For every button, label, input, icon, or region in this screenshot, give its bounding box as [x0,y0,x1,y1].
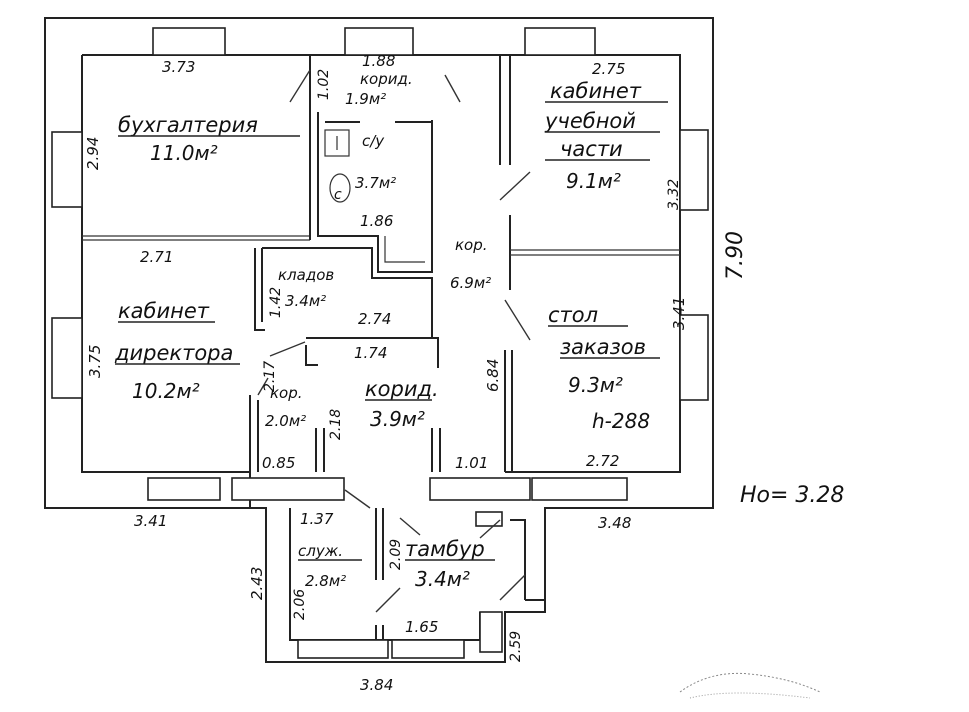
room-name: кор. [270,384,303,402]
room-storeroom: кладов 3.4м² [278,266,334,310]
room-area: 6.9м² [450,274,491,292]
window [51,317,83,399]
room-corridor-mid: корид. 3.9м² [365,377,439,431]
dimension: 3.75 [86,345,104,378]
room-vestibule: тамбур 3.4м² [405,537,495,591]
room-area: 3.7м² [355,174,396,192]
room-area: 11.0м² [150,141,218,165]
dimension: 1.37 [300,510,334,528]
dimension: 2.18 [328,409,344,440]
window [524,27,596,56]
room-service: служ. 2.8м² [298,542,362,590]
stamp-mark [679,672,821,699]
room-wc: с/у 3.7м² [355,132,396,192]
room-area: 3.4м² [285,292,326,310]
dimension: 2.71 [140,248,173,266]
window [429,477,531,501]
dimension: 3.41 [670,297,688,330]
room-name-line1: стол [548,303,598,327]
dimension: 3.48 [598,514,631,532]
dimension: 7.90 [723,231,748,280]
dimension: 2.09 [388,539,404,570]
window [679,129,709,211]
room-name: корид. [360,70,413,88]
room-name: бухгалтерия [118,113,258,137]
room-area: 3.4м² [415,567,470,591]
dimension: 2.75 [592,60,625,78]
window [51,131,83,208]
dimension: 2.59 [508,631,524,662]
room-area: 1.9м² [345,90,386,108]
dimension: 1.74 [354,344,387,362]
room-name-line2: учебной [544,109,636,133]
room-name: с/у [362,132,385,150]
room-name: корид. [365,377,439,401]
dimension: 3.84 [360,676,393,694]
room-name-line3: части [560,137,623,161]
room-study-office: кабинет учебной части 9.1м² [544,79,668,193]
room-name-line1: кабинет [118,299,210,323]
dimension: 2.74 [358,310,391,328]
svg-text:c: c [334,187,342,203]
room-name: тамбур [405,537,485,561]
window [231,477,345,501]
doors [257,69,531,613]
window [344,27,414,56]
dimension: 3.73 [162,58,195,76]
dimension: 3.41 [134,512,167,530]
dimension: 0.85 [262,454,295,472]
room-name-line2: заказов [560,335,646,359]
dimension: 6.84 [484,359,502,392]
dimension: 1.01 [455,454,488,472]
room-area: 10.2м² [132,379,200,403]
dimension: 3.32 [666,179,682,210]
dimension: 2.43 [248,567,266,600]
window [475,511,503,527]
dimension: 1.65 [405,618,438,636]
room-area: 3.9м² [370,407,425,431]
dimension: 2.06 [292,589,308,620]
room-corridor-small: кор. 2.0м² [265,384,306,430]
window [147,477,221,501]
room-name: служ. [298,542,343,560]
dimension: 1.42 [268,287,284,318]
windows [51,27,709,659]
window [679,314,709,401]
dimension: 2.94 [84,137,102,170]
room-accounting: бухгалтерия 11.0м² [118,113,300,165]
window [297,639,389,659]
room-area: 9.3м² [568,373,623,397]
room-corridor-top: корид. 1.9м² [345,70,413,108]
room-area: 2.0м² [265,412,306,430]
dimension-labels: 3.73 1.02 1.88 2.75 2.94 3.32 7.90 1.86 … [84,52,748,694]
room-name: кор. [455,236,488,254]
room-area: 2.8м² [305,572,346,590]
dimension: 2.17 [262,361,278,392]
room-area: 9.1м² [566,169,621,193]
room-orders: стол заказов 9.3м² h-288 [548,303,660,433]
dimension: 2.72 [586,452,619,470]
height-annotation: Hо= 3.28 [740,483,844,508]
room-name-line2: директора [114,341,233,365]
room-director: кабинет директора 10.2м² [114,299,240,403]
room-corridor-main: кор. 6.9м² [450,236,491,292]
room-name: кладов [278,266,334,284]
dimension: 1.86 [360,212,393,230]
room-height: h-288 [592,409,650,433]
dimension: 1.88 [362,52,395,70]
window [479,611,503,653]
window [531,477,628,501]
dimension: 1.02 [316,69,332,100]
window [391,639,465,659]
room-name-line1: кабинет [550,79,642,103]
window [152,27,226,56]
interior-walls: c [82,55,680,640]
